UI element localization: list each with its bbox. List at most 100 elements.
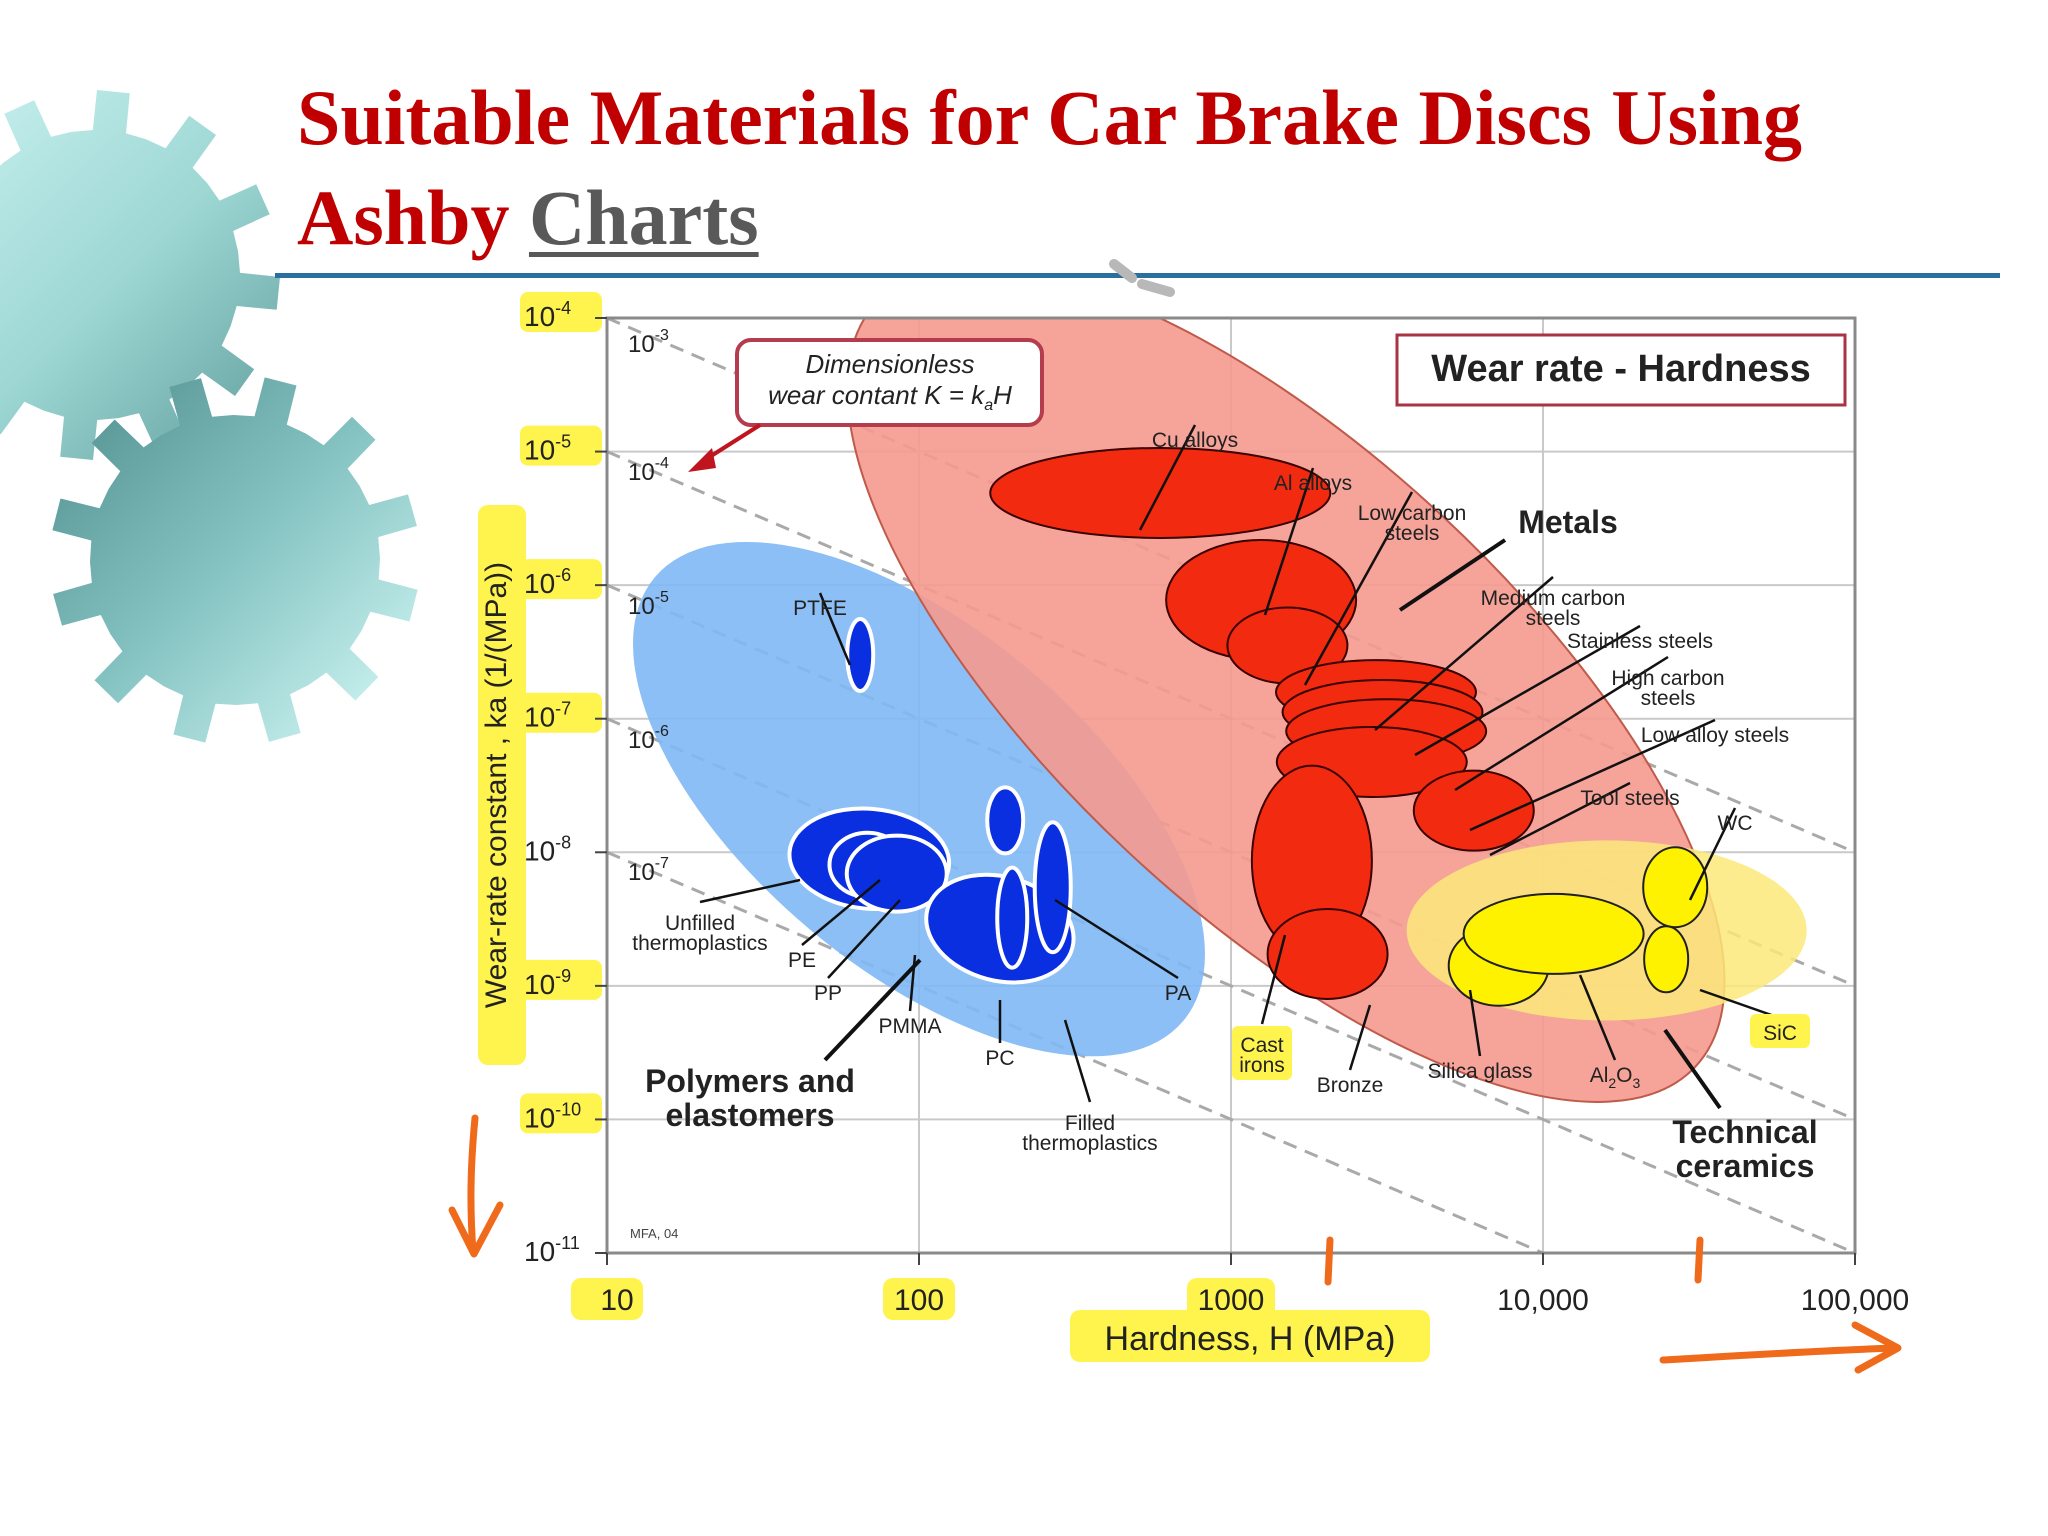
y-axis-label-highlight <box>478 505 526 1065</box>
x-axis-label-highlight <box>1070 1310 1430 1362</box>
label-medium-carbon-steels-line2: steels <box>1526 607 1581 630</box>
leader-pa <box>1054 898 1179 980</box>
label-filled-thermoplastics-line2: thermoplastics <box>1022 1132 1157 1155</box>
bubble-tool-steels <box>1412 769 1535 852</box>
slide-title-charts-link[interactable]: Charts <box>528 174 759 261</box>
label-tool-steels: Tool steels <box>1580 787 1679 810</box>
guide-label-k--3: 10-3 <box>628 327 669 358</box>
label-low-alloy-steels: Low alloy steels <box>1641 724 1789 747</box>
label-low-carbon-steels-line1: Low carbon <box>1358 502 1467 525</box>
leader-pe <box>801 879 881 946</box>
y-tick-label--6: 10-6 <box>524 565 571 599</box>
leader-bronze <box>1348 1004 1372 1071</box>
leader-medium-carbon-steels <box>1374 576 1554 731</box>
leader-al-alloys <box>1263 467 1315 616</box>
bubble-wc <box>1642 846 1709 929</box>
family-label-technical-ceramics-line1: Technical <box>1672 1114 1817 1150</box>
y-tick-label--9: 10-9 <box>524 966 571 1000</box>
chart-title-box <box>1395 333 1847 407</box>
y-tick-label--7: 10-7 <box>524 699 571 733</box>
label-pp: PP <box>814 982 842 1005</box>
legend-box <box>735 338 1044 427</box>
label-pmma: PMMA <box>879 1015 942 1038</box>
label-pa: PA <box>1165 982 1191 1005</box>
family-leader-metals <box>1398 538 1507 612</box>
label-pc: PC <box>985 1047 1014 1070</box>
title-divider <box>275 273 2000 278</box>
leader-high-carbon-steels <box>1454 655 1669 792</box>
label-filled-thermoplastics-line1: Filled <box>1065 1112 1115 1135</box>
decorative-dash-marks <box>1109 259 1175 297</box>
label-ptfe: PTFE <box>793 597 847 620</box>
family-label-polymers-and-elastomers-line1: Polymers and <box>645 1063 855 1099</box>
x-tick-label-100: 100 <box>894 1284 944 1317</box>
y-tick-highlight--4 <box>520 292 602 332</box>
slide-title-line1: Suitable Materials for Car Brake Discs U… <box>297 74 1803 161</box>
y-tick-highlight--5 <box>520 425 602 466</box>
leader-tool-steels <box>1489 781 1631 857</box>
right-arrow-head <box>1851 1321 1902 1374</box>
label-unfilled-thermoplastics-line1: Unfilled <box>665 912 735 935</box>
bubble-pa <box>1032 820 1073 955</box>
marker-1000-2000 <box>1324 1236 1334 1286</box>
leader-stainless-steels <box>1414 624 1641 757</box>
upper-gear-icon <box>0 90 280 460</box>
guide-label-k--5: 10-5 <box>628 589 669 620</box>
guide-line-labels: 10-310-410-510-610-7 <box>628 327 669 886</box>
down-arrow-shaft <box>467 1114 479 1256</box>
x-tick-label-10: 10 <box>600 1284 633 1317</box>
y-tick-label--11: 10-11 <box>524 1233 580 1267</box>
y-tick-highlight--10 <box>520 1093 602 1134</box>
chart-credit: MFA, 04 <box>630 1226 678 1241</box>
y-tick-label--5: 10-5 <box>524 432 571 466</box>
leader-cu-alloys <box>1138 424 1197 531</box>
label-al2o3: Al2O3 <box>1590 1064 1641 1091</box>
x-tick-highlight-1000 <box>1187 1278 1275 1320</box>
leader-pp <box>827 899 901 979</box>
guide-line-k--6 <box>607 717 1855 1253</box>
label-stainless-steels: Stainless steels <box>1567 630 1713 653</box>
label-low-carbon-steels-line2: steels <box>1385 522 1440 545</box>
label-unfilled-thermoplastics-line2: thermoplastics <box>632 932 767 955</box>
leader-silica-glass <box>1468 989 1482 1057</box>
bubble-pc <box>995 865 1030 970</box>
marker-30000 <box>1694 1236 1704 1284</box>
y-tick-label--8: 10-8 <box>524 832 571 866</box>
bubble-al2o3 <box>1462 892 1645 975</box>
y-tick-label--10: 10-10 <box>524 1099 581 1133</box>
y-tick-highlight--7 <box>520 692 602 733</box>
gear-decoration-icon <box>0 90 418 743</box>
slide-title: Suitable Materials for Car Brake Discs U… <box>297 68 1997 268</box>
x-tick-highlight-100 <box>883 1278 955 1320</box>
label-sic: SiC <box>1763 1022 1797 1045</box>
label-cast-irons-line2: irons <box>1239 1054 1285 1077</box>
label-wc: WC <box>1718 812 1753 835</box>
slide-title-ashby: Ashby <box>297 174 510 261</box>
highlight-sic <box>1750 1014 1810 1048</box>
bubble-pp <box>844 833 949 914</box>
leader-al2o3 <box>1578 974 1617 1061</box>
leader-low-alloy-steels <box>1469 718 1716 832</box>
family-label-technical-ceramics-line2: ceramics <box>1676 1148 1815 1184</box>
label-high-carbon-steels-line1: High carbon <box>1611 667 1724 690</box>
leader-cast-irons <box>1260 934 1287 1025</box>
label-cast-irons-line1: Cast <box>1240 1034 1283 1057</box>
annotation-strokes <box>448 1114 1902 1374</box>
leader-sic <box>1699 988 1781 1020</box>
label-pe: PE <box>788 949 816 972</box>
bubble-ptfe <box>845 616 876 693</box>
label-silica-glass: Silica glass <box>1427 1060 1532 1083</box>
leader-unfilled-thermoplastics <box>699 878 801 904</box>
x-tick-label-10-000: 10,000 <box>1497 1284 1589 1317</box>
label-al-alloys: Al alloys <box>1274 472 1352 495</box>
gearB-shape <box>52 377 418 743</box>
gearA-shape <box>0 90 280 460</box>
guide-label-k--7: 10-7 <box>628 855 669 886</box>
y-tick-highlight--9 <box>520 959 602 1000</box>
family-label-polymers-and-elastomers-line2: elastomers <box>666 1097 835 1133</box>
leader-ptfe <box>818 592 852 666</box>
